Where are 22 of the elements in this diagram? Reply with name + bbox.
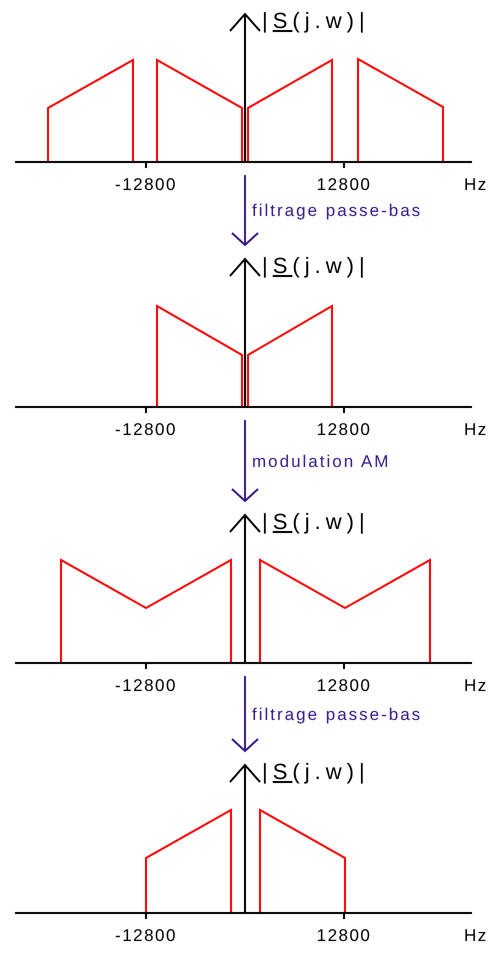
axis-title: |S(j.w)|	[262, 255, 370, 277]
edge-label: filtrage passe-bas	[252, 202, 422, 219]
axis-title: |S(j.w)|	[262, 511, 370, 533]
tick-label: -12800	[115, 677, 177, 694]
arrow	[231, 175, 259, 246]
arrow	[231, 676, 259, 752]
tick-label: 12800	[316, 421, 372, 438]
tick-label: 12800	[316, 927, 372, 944]
axis-title: |S(j.w)|	[262, 761, 370, 783]
edge-label: modulation AM	[252, 452, 390, 470]
edge-label: filtrage passe-bas	[252, 706, 422, 722]
tick-label: -12800	[115, 927, 177, 944]
unit-label: Hz	[464, 927, 488, 944]
unit-label: Hz	[464, 677, 488, 694]
tick-label: 12800	[316, 677, 372, 694]
unit-label: Hz	[464, 421, 488, 438]
arrow	[231, 420, 259, 502]
tick-label: -12800	[115, 421, 177, 438]
unit-label: Hz	[464, 176, 488, 193]
axis-title: |S(j.w)|	[262, 10, 370, 32]
tick-label: 12800	[316, 176, 372, 193]
tick-label: -12800	[115, 176, 177, 193]
